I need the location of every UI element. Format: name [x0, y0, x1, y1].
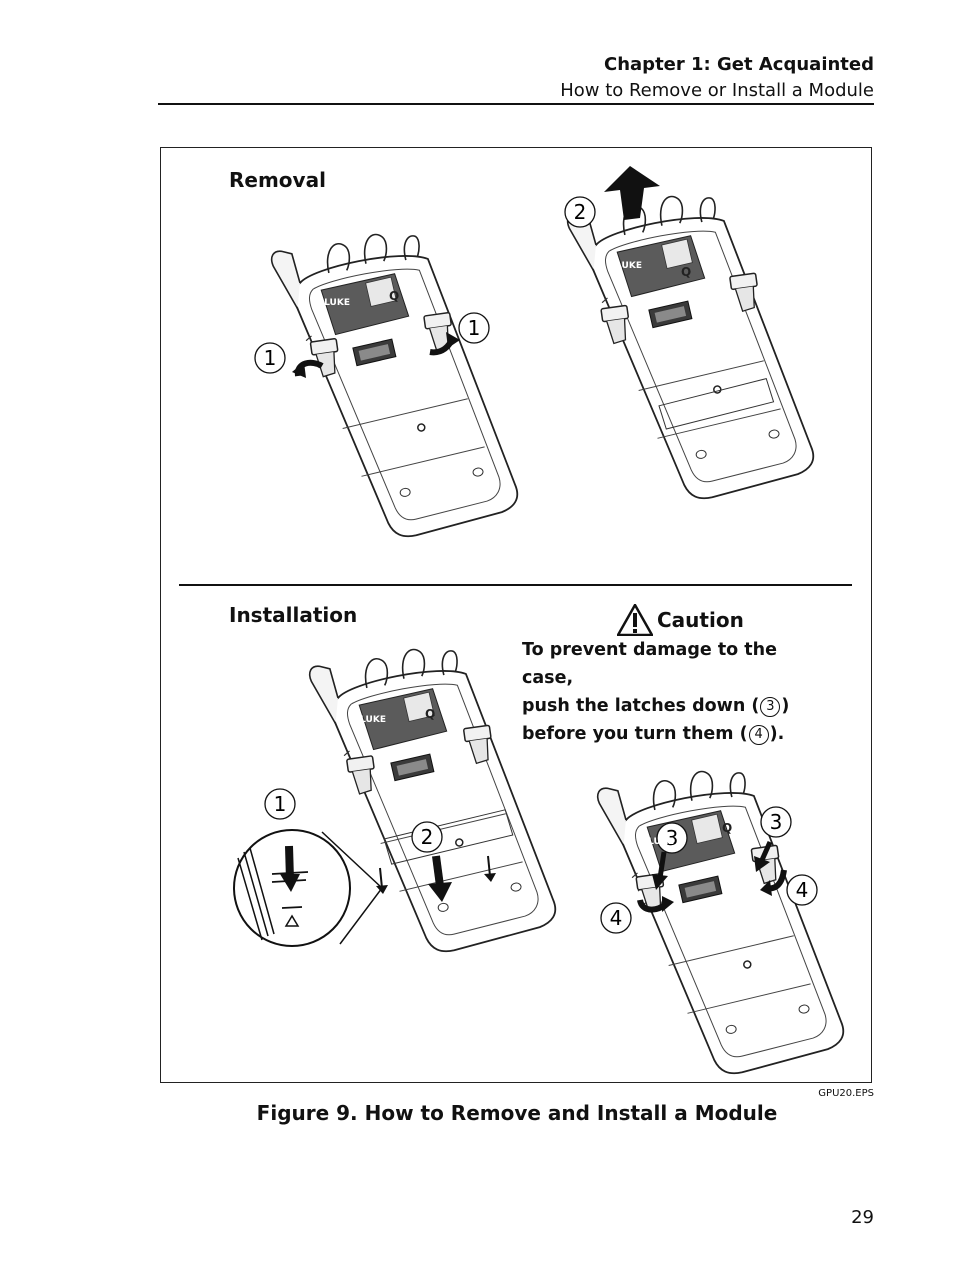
removal-device-right [565, 181, 819, 513]
callout-circle [411, 821, 443, 853]
press-arrow-icon [759, 840, 773, 862]
caution-title-text: Caution [657, 608, 744, 632]
push-arrow-icon [432, 855, 444, 887]
callout-circle [564, 196, 596, 228]
caution-text: To prevent damage to the case, push the … [522, 636, 822, 748]
callout-circle [656, 822, 688, 854]
push-arrow-head-icon [428, 882, 452, 902]
install-device-right [595, 756, 849, 1088]
callout-i-left: 1 [274, 792, 287, 816]
callout-r-right: 1 [468, 316, 481, 340]
callout-i-down-a: 3 [666, 826, 679, 850]
removal-heading: Removal [229, 168, 326, 192]
callout-circle [760, 806, 792, 838]
removal-device-left [269, 219, 523, 551]
rotate-arrow-head-icon [760, 880, 772, 896]
figure-caption: Figure 9. How to Remove and Install a Mo… [256, 1101, 778, 1125]
device-logo-letter: Q [389, 289, 399, 303]
device-brand: FLUKE [610, 261, 642, 271]
caution-line-3-pre: before you turn them ( [522, 724, 748, 744]
callout-circle [786, 874, 818, 906]
figure-divider [179, 584, 852, 586]
device-brand: FLUKE [642, 837, 674, 847]
callout-circle [600, 902, 632, 934]
step-4-badge: 4 [748, 725, 769, 745]
rotate-arrow-head-icon [292, 362, 306, 378]
figure-filename: GPU20.EPS [818, 1088, 874, 1099]
device-brand: FLUKE [318, 298, 350, 308]
warning-icon [617, 604, 653, 636]
caution-line-2-post: ) [781, 696, 790, 716]
caution-line-1: To prevent damage to the case, [522, 640, 777, 688]
callout-i-push: 2 [421, 825, 434, 849]
callout-circle [264, 788, 296, 820]
callout-circle [254, 342, 286, 374]
caution-line-2: push the latches down (3) [522, 692, 822, 720]
rotate-arrow-head-icon [446, 332, 460, 348]
callout-i-down-b: 3 [770, 810, 783, 834]
callout-circle [458, 312, 490, 344]
device-logo-letter: Q [425, 707, 435, 721]
zoom-lines [321, 831, 384, 945]
chapter-title: Chapter 1: Get Acquainted [604, 54, 874, 75]
callouts: 1 1 2 1 2 3 3 4 4 [254, 196, 818, 934]
press-arrow-icon [657, 851, 667, 879]
caution-title: Caution [617, 604, 744, 636]
step-3-badge: 3 [760, 697, 781, 717]
callout-r-left: 1 [264, 346, 277, 370]
device-labels: FLUKE FLUKE FLUKE FLUKE [318, 261, 674, 847]
device-logo-letter: Q [681, 265, 691, 279]
device-logo-letter: Q [722, 821, 732, 835]
callout-i-turn-b: 4 [796, 878, 809, 902]
lift-arrow-icon [604, 166, 660, 220]
callout-i-turn-a: 4 [610, 906, 623, 930]
device-brand: FLUKE [354, 715, 386, 725]
caution-line-2-pre: push the latches down ( [522, 696, 760, 716]
section-title: How to Remove or Install a Module [560, 80, 874, 101]
caution-line-3-post: ). [769, 724, 785, 744]
callout-r-lift: 2 [574, 200, 587, 224]
caution-line-3: before you turn them (4). [522, 720, 822, 748]
figure-frame [160, 147, 872, 1083]
page-number: 29 [851, 1207, 874, 1228]
press-arrow-head-icon [754, 856, 770, 872]
device-logos: Q Q Q Q [389, 265, 732, 835]
rotate-arrow-head-icon [662, 896, 674, 912]
install-device-left [307, 634, 561, 966]
installation-heading: Installation [229, 603, 358, 627]
press-arrow-head-icon [652, 874, 668, 890]
header-rule [158, 103, 874, 105]
